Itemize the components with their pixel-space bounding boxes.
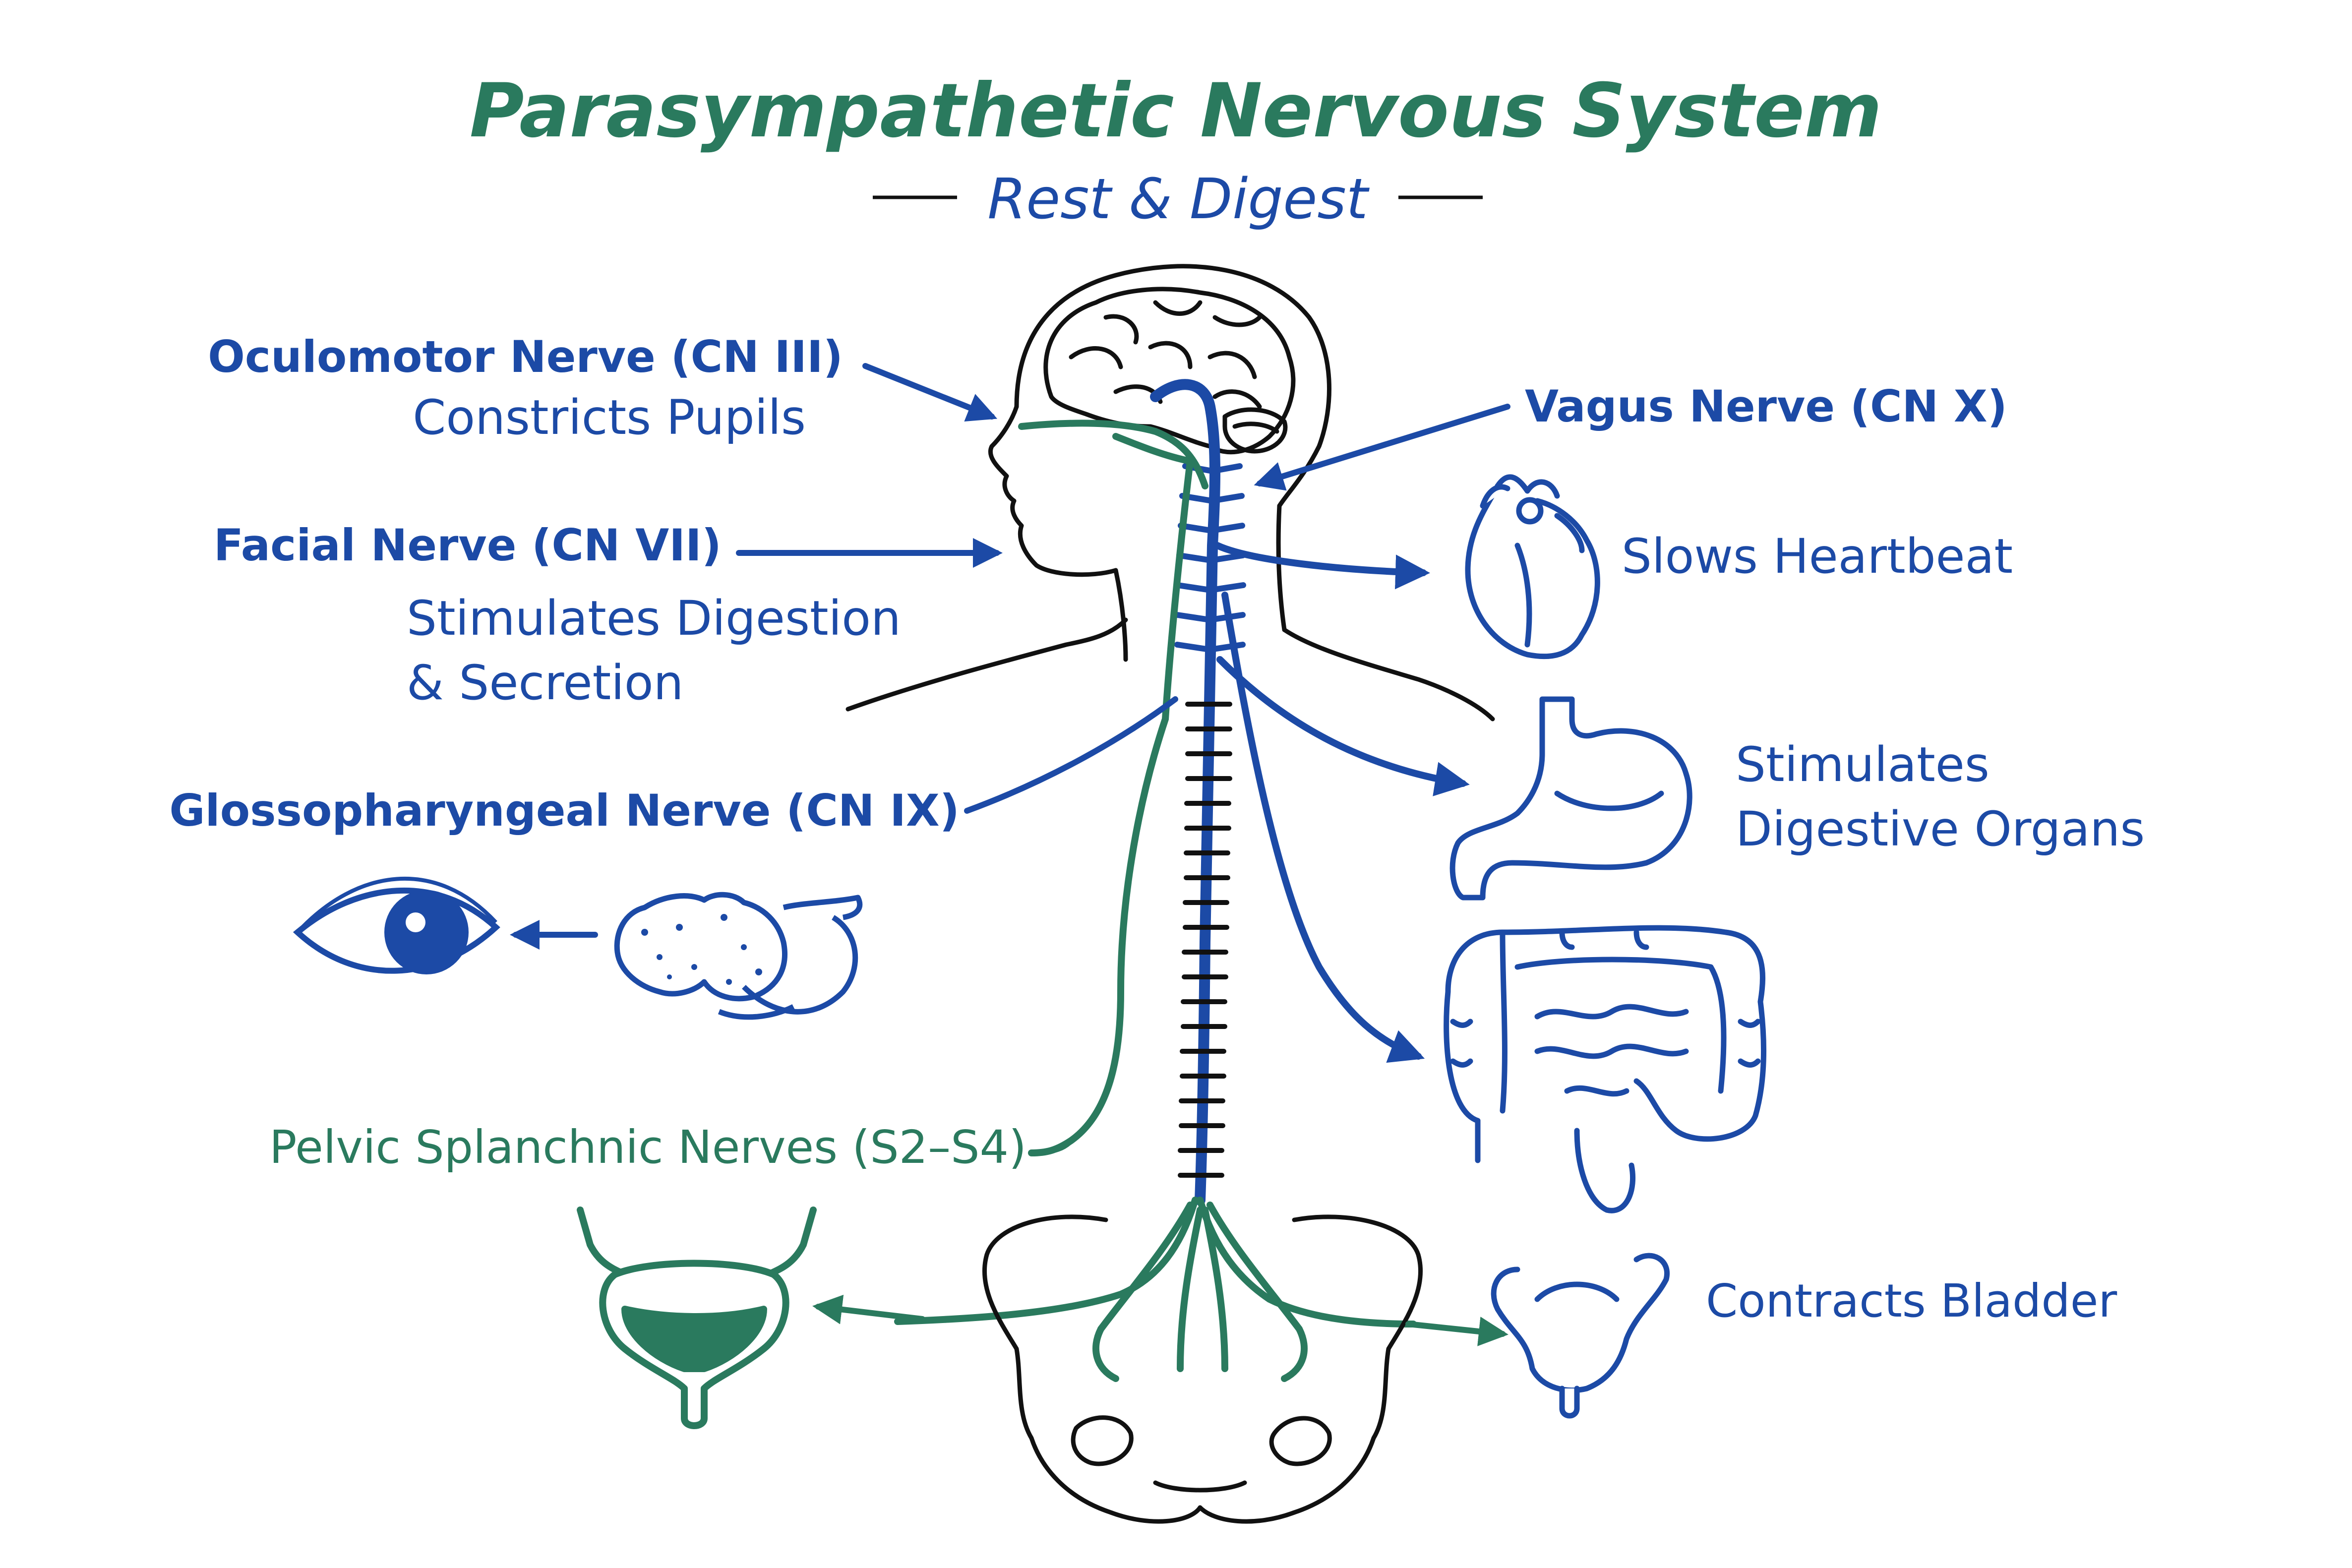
glossopharyngeal-nerve-label: Glossopharyngeal Nerve (CN IX)	[169, 785, 960, 836]
oculomotor-effect-label: Constricts Pupils	[413, 390, 806, 445]
oculomotor-arrow	[862, 363, 998, 422]
right-bladder-arrow	[1405, 1317, 1508, 1346]
pelvic-label-connector	[1033, 1138, 1074, 1156]
vertebrae-marks	[1178, 702, 1232, 1178]
bladder-icon	[1491, 1253, 1670, 1419]
left-bladder-arrow	[812, 1294, 925, 1325]
vagus-nerve-label: Vagus Nerve (CN X)	[1525, 381, 2007, 432]
glossopharyngeal-line	[964, 696, 1178, 814]
green-pathways	[894, 420, 1417, 1382]
right-labels: Vagus Nerve (CN X) Slows Heartbeat Stimu…	[1525, 381, 2145, 1327]
facial-nerve-label: Facial Nerve (CN VII)	[214, 520, 722, 571]
pelvic-splanchnic-label: Pelvic Splanchnic Nerves (S2–S4)	[269, 1121, 1026, 1174]
digestive-effect-line2: Digestive Organs	[1736, 801, 2145, 857]
page-title: Parasympathetic Nervous System	[470, 68, 1882, 154]
heart-icon	[1465, 474, 1600, 660]
salivary-gland-icon	[614, 892, 863, 1020]
facial-effect-line1: Stimulates Digestion	[407, 591, 901, 646]
facial-effect-line2: & Secretion	[407, 655, 683, 711]
heart-effect-label: Slows Heartbeat	[1622, 529, 2013, 584]
bladder-effect-label: Contracts Bladder	[1706, 1274, 2117, 1327]
pelvis-icon	[982, 1214, 1423, 1524]
oculomotor-nerve-label: Oculomotor Nerve (CN III)	[208, 331, 843, 382]
head-profile-icon	[845, 264, 1495, 722]
page-subtitle: Rest & Digest	[987, 167, 1370, 232]
brain-icon	[1043, 287, 1296, 455]
digestive-effect-line1: Stimulates	[1736, 737, 1990, 792]
intestines-icon	[1444, 925, 1767, 1213]
bladder-green-icon	[577, 1206, 817, 1429]
subtitle-group: Rest & Digest	[873, 167, 1483, 232]
pelvic-arrows	[812, 1138, 1508, 1346]
left-labels: Oculomotor Nerve (CN III) Constricts Pup…	[169, 331, 1026, 1174]
spinal-cord-icon	[1150, 379, 1246, 1206]
pointer-arrows	[510, 363, 1510, 950]
vagus-pathways	[1214, 542, 1470, 1063]
vagus-arrow	[1254, 404, 1510, 491]
stomach-icon	[1449, 696, 1692, 901]
eye-icon	[293, 877, 500, 974]
